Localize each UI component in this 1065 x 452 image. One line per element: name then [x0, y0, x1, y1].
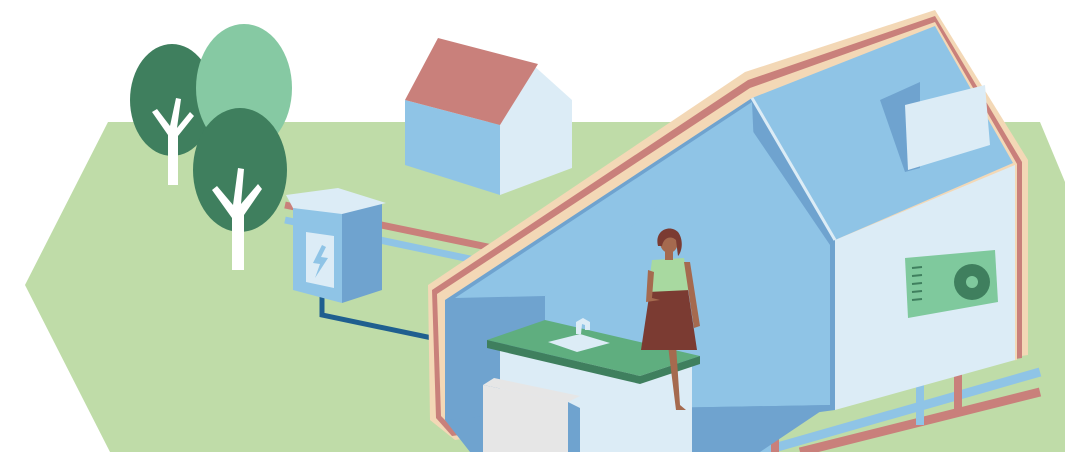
meter-box-side	[342, 203, 382, 303]
neighbour-house	[405, 38, 572, 195]
fan-hub	[966, 276, 978, 288]
meter-box	[286, 188, 386, 303]
person-top	[648, 258, 690, 292]
radiator-side	[568, 402, 580, 452]
